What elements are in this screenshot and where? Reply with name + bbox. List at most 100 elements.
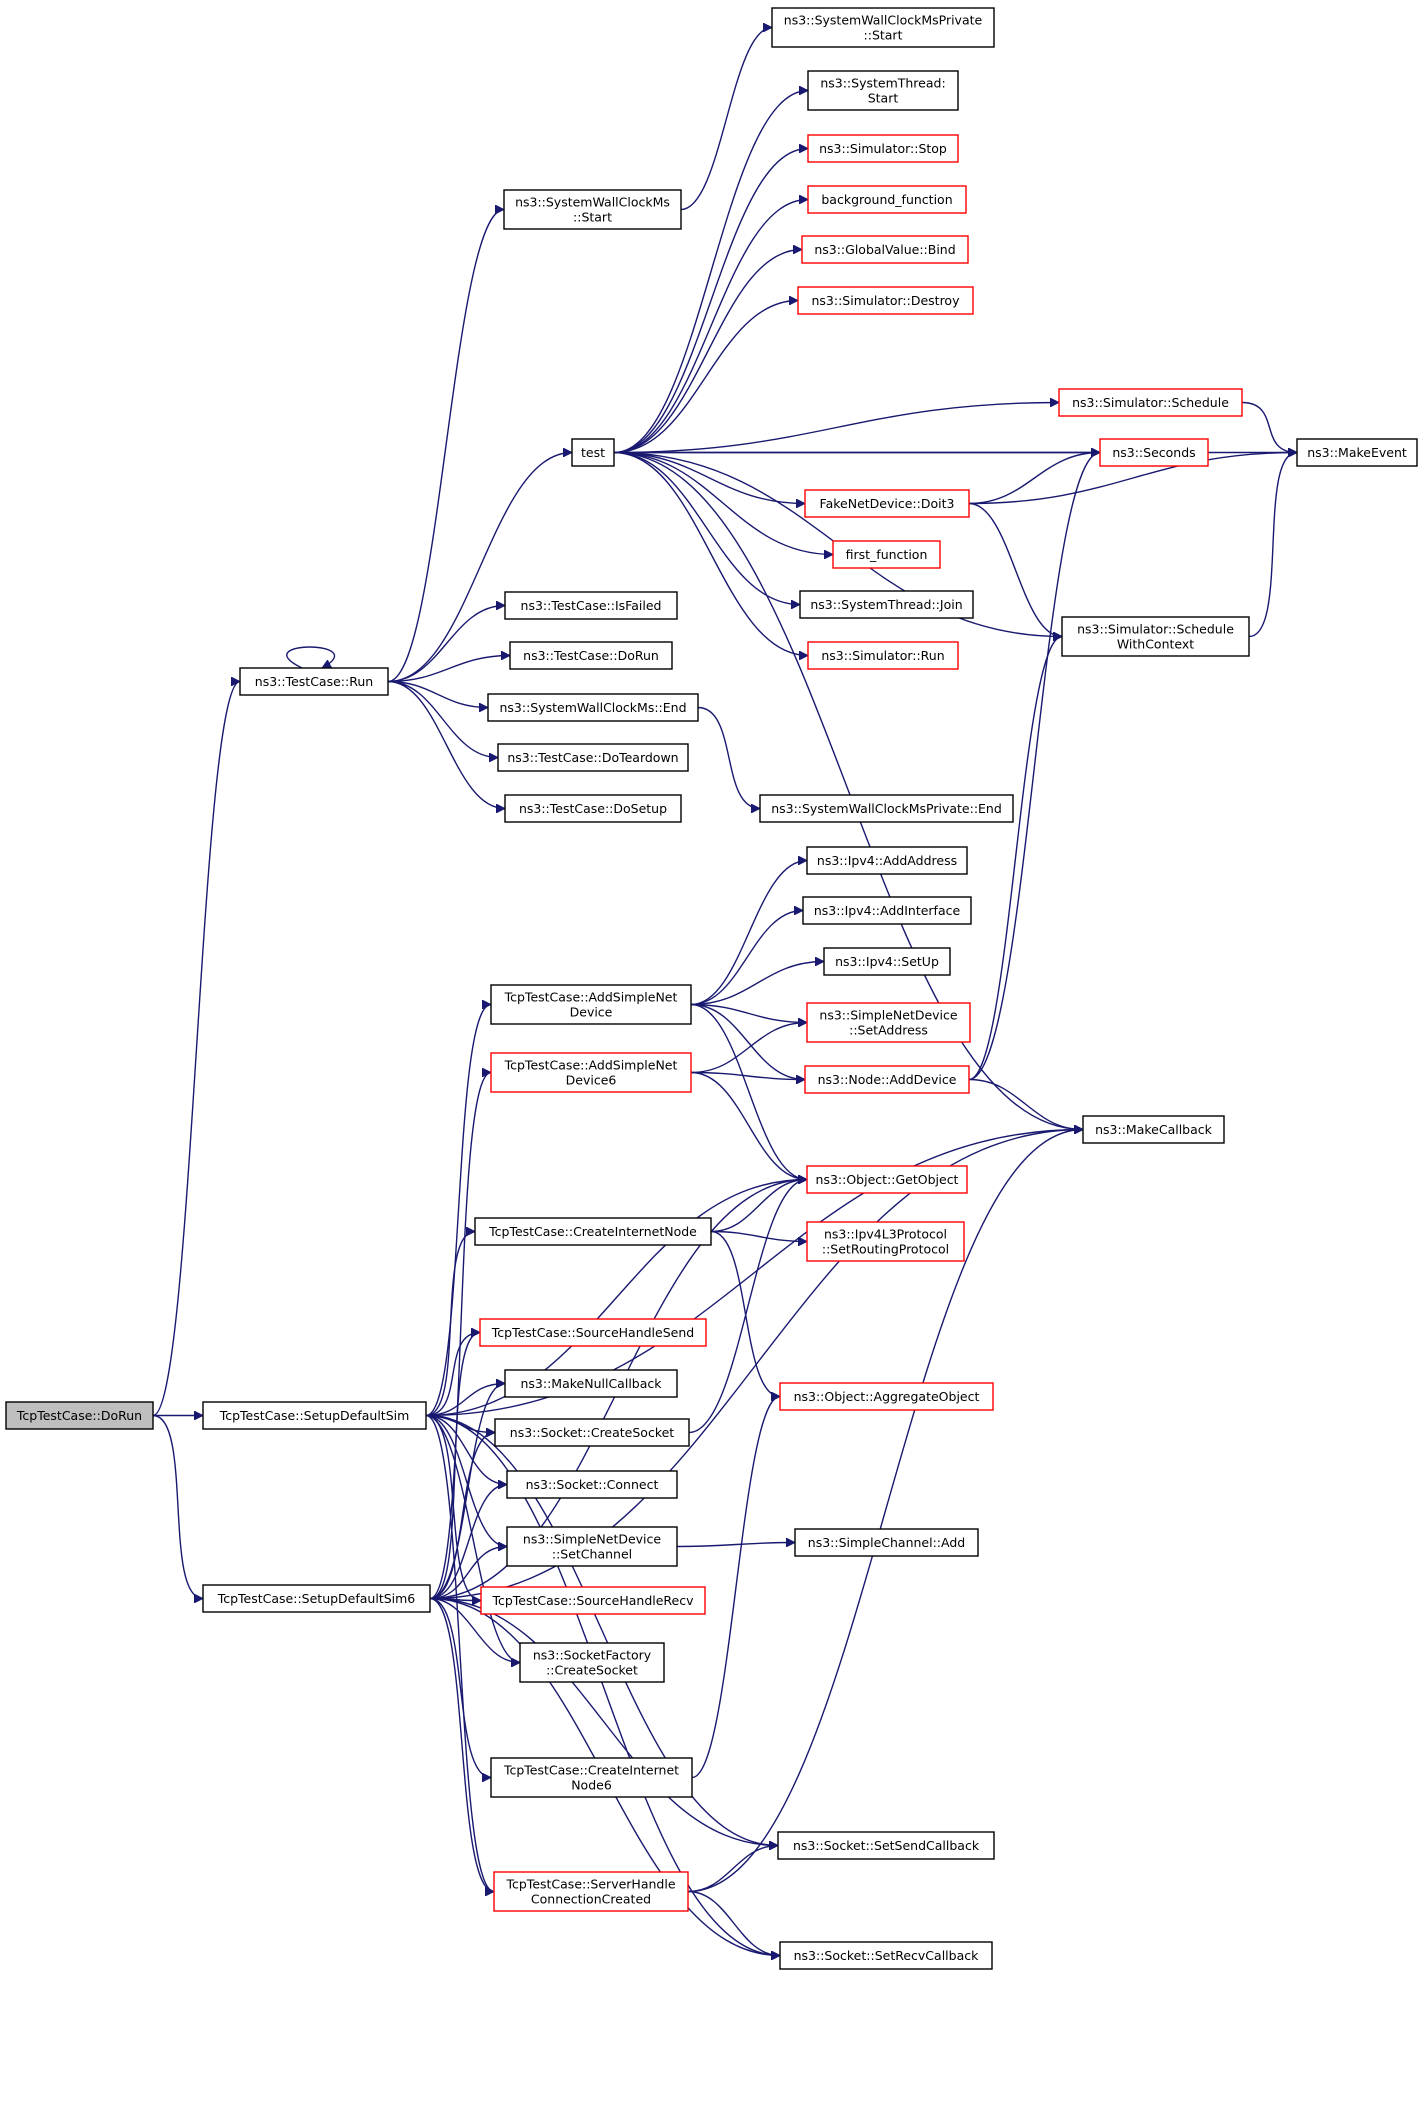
node-box-setsendcb[interactable] <box>777 1831 995 1860</box>
node-simdestroy[interactable]: ns3::Simulator::Destroy <box>797 286 974 315</box>
node-sds6[interactable]: TcpTestCase::SetupDefaultSim6 <box>202 1584 431 1613</box>
node-box-gvbind[interactable] <box>801 235 969 264</box>
node-box-addsnd[interactable] <box>490 984 692 1025</box>
node-box-isfailed[interactable] <box>504 591 678 620</box>
node-box-sndsetaddr[interactable] <box>806 1002 971 1043</box>
node-stjoin[interactable]: ns3::SystemThread::Join <box>799 590 974 619</box>
node-box-schedctx[interactable] <box>1061 616 1250 657</box>
node-shsend[interactable]: TcpTestCase::SourceHandleSend <box>479 1318 707 1347</box>
node-ststart[interactable]: ns3::SystemThread:Start <box>807 70 959 111</box>
node-box-simstop[interactable] <box>807 134 959 163</box>
node-sndsetaddr[interactable]: ns3::SimpleNetDevice::SetAddress <box>806 1002 971 1043</box>
node-box-seconds[interactable] <box>1099 438 1209 467</box>
node-box-swcpstart[interactable] <box>771 7 995 48</box>
node-sndsetch[interactable]: ns3::SimpleNetDevice::SetChannel <box>506 1526 678 1567</box>
node-ipv4addif[interactable]: ns3::Ipv4::AddInterface <box>802 896 972 925</box>
node-box-teardown[interactable] <box>497 743 689 772</box>
node-seconds[interactable]: ns3::Seconds <box>1099 438 1209 467</box>
node-shrecv[interactable]: TcpTestCase::SourceHandleRecv <box>480 1586 706 1615</box>
node-setrecvcb[interactable]: ns3::Socket::SetRecvCallback <box>779 1941 993 1970</box>
node-swcpstart[interactable]: ns3::SystemWallClockMsPrivate::Start <box>771 7 995 48</box>
node-box-tcdorun[interactable] <box>509 641 673 670</box>
node-test[interactable]: test <box>571 438 615 467</box>
node-box-sds6[interactable] <box>202 1584 431 1613</box>
node-box-createsocket[interactable] <box>494 1418 690 1447</box>
node-makenullcb[interactable]: ns3::MakeNullCallback <box>504 1369 678 1398</box>
node-box-makecallback[interactable] <box>1082 1115 1225 1144</box>
node-box-dorun[interactable] <box>5 1401 154 1430</box>
node-box-doit3[interactable] <box>804 489 970 518</box>
node-box-getobject[interactable] <box>806 1165 968 1194</box>
node-gvbind[interactable]: ns3::GlobalValue::Bind <box>801 235 969 264</box>
node-bgfunc[interactable]: background_function <box>807 185 967 214</box>
node-swcstart[interactable]: ns3::SystemWallClockMs::Start <box>503 189 682 230</box>
node-box-simsched[interactable] <box>1058 388 1243 417</box>
node-box-sndsetch[interactable] <box>506 1526 678 1567</box>
node-simsched[interactable]: ns3::Simulator::Schedule <box>1058 388 1243 417</box>
node-box-swcend[interactable] <box>487 693 699 722</box>
node-setrouting[interactable]: ns3::Ipv4L3Protocol::SetRoutingProtocol <box>806 1221 965 1262</box>
node-firstfunc[interactable]: first_function <box>832 540 941 569</box>
node-box-setrecvcb[interactable] <box>779 1941 993 1970</box>
node-swcend[interactable]: ns3::SystemWallClockMs::End <box>487 693 699 722</box>
node-box-makeevent[interactable] <box>1296 438 1418 467</box>
node-box-swcstart[interactable] <box>503 189 682 230</box>
node-doit3[interactable]: FakeNetDevice::Doit3 <box>804 489 970 518</box>
node-box-shsend[interactable] <box>479 1318 707 1347</box>
node-tcrun[interactable]: ns3::TestCase::Run <box>239 667 389 696</box>
node-box-sds[interactable] <box>202 1401 427 1430</box>
node-box-cin[interactable] <box>474 1217 712 1246</box>
node-box-simdestroy[interactable] <box>797 286 974 315</box>
node-box-swcpend[interactable] <box>759 794 1014 823</box>
node-dorun[interactable]: TcpTestCase::DoRun <box>5 1401 154 1430</box>
node-simrun[interactable]: ns3::Simulator::Run <box>807 641 959 670</box>
node-ipv4addaddr[interactable]: ns3::Ipv4::AddAddress <box>806 846 968 875</box>
node-nodeadddev[interactable]: ns3::Node::AddDevice <box>804 1065 970 1094</box>
node-swcpend[interactable]: ns3::SystemWallClockMsPrivate::End <box>759 794 1014 823</box>
node-box-addsnd6[interactable] <box>490 1052 692 1093</box>
node-box-sfcreate[interactable] <box>519 1642 665 1683</box>
node-box-ipv4addif[interactable] <box>802 896 972 925</box>
node-box-cin6[interactable] <box>490 1757 693 1798</box>
node-shcc[interactable]: TcpTestCase::ServerHandleConnectionCreat… <box>493 1871 689 1912</box>
node-box-connect[interactable] <box>506 1470 678 1499</box>
node-simstop[interactable]: ns3::Simulator::Stop <box>807 134 959 163</box>
node-box-ststart[interactable] <box>807 70 959 111</box>
node-setsendcb[interactable]: ns3::Socket::SetSendCallback <box>777 1831 995 1860</box>
node-ipv4setup[interactable]: ns3::Ipv4::SetUp <box>823 947 951 976</box>
node-aggregate[interactable]: ns3::Object::AggregateObject <box>779 1382 994 1411</box>
node-isfailed[interactable]: ns3::TestCase::IsFailed <box>504 591 678 620</box>
node-box-stjoin[interactable] <box>799 590 974 619</box>
node-tcdorun[interactable]: ns3::TestCase::DoRun <box>509 641 673 670</box>
node-box-bgfunc[interactable] <box>807 185 967 214</box>
node-box-aggregate[interactable] <box>779 1382 994 1411</box>
node-sds[interactable]: TcpTestCase::SetupDefaultSim <box>202 1401 427 1430</box>
node-box-setrouting[interactable] <box>806 1221 965 1262</box>
node-box-dosetup[interactable] <box>504 794 682 823</box>
node-connect[interactable]: ns3::Socket::Connect <box>506 1470 678 1499</box>
node-cin[interactable]: TcpTestCase::CreateInternetNode <box>474 1217 712 1246</box>
node-box-firstfunc[interactable] <box>832 540 941 569</box>
node-box-scadd[interactable] <box>794 1528 979 1557</box>
node-box-simrun[interactable] <box>807 641 959 670</box>
node-makecallback[interactable]: ns3::MakeCallback <box>1082 1115 1225 1144</box>
node-box-shcc[interactable] <box>493 1871 689 1912</box>
node-createsocket[interactable]: ns3::Socket::CreateSocket <box>494 1418 690 1447</box>
node-scadd[interactable]: ns3::SimpleChannel::Add <box>794 1528 979 1557</box>
node-sfcreate[interactable]: ns3::SocketFactory::CreateSocket <box>519 1642 665 1683</box>
node-dosetup[interactable]: ns3::TestCase::DoSetup <box>504 794 682 823</box>
node-box-makenullcb[interactable] <box>504 1369 678 1398</box>
node-makeevent[interactable]: ns3::MakeEvent <box>1296 438 1418 467</box>
node-getobject[interactable]: ns3::Object::GetObject <box>806 1165 968 1194</box>
node-box-ipv4setup[interactable] <box>823 947 951 976</box>
node-box-ipv4addaddr[interactable] <box>806 846 968 875</box>
node-box-tcrun[interactable] <box>239 667 389 696</box>
node-box-nodeadddev[interactable] <box>804 1065 970 1094</box>
node-box-test[interactable] <box>571 438 615 467</box>
node-teardown[interactable]: ns3::TestCase::DoTeardown <box>497 743 689 772</box>
node-box-shrecv[interactable] <box>480 1586 706 1615</box>
